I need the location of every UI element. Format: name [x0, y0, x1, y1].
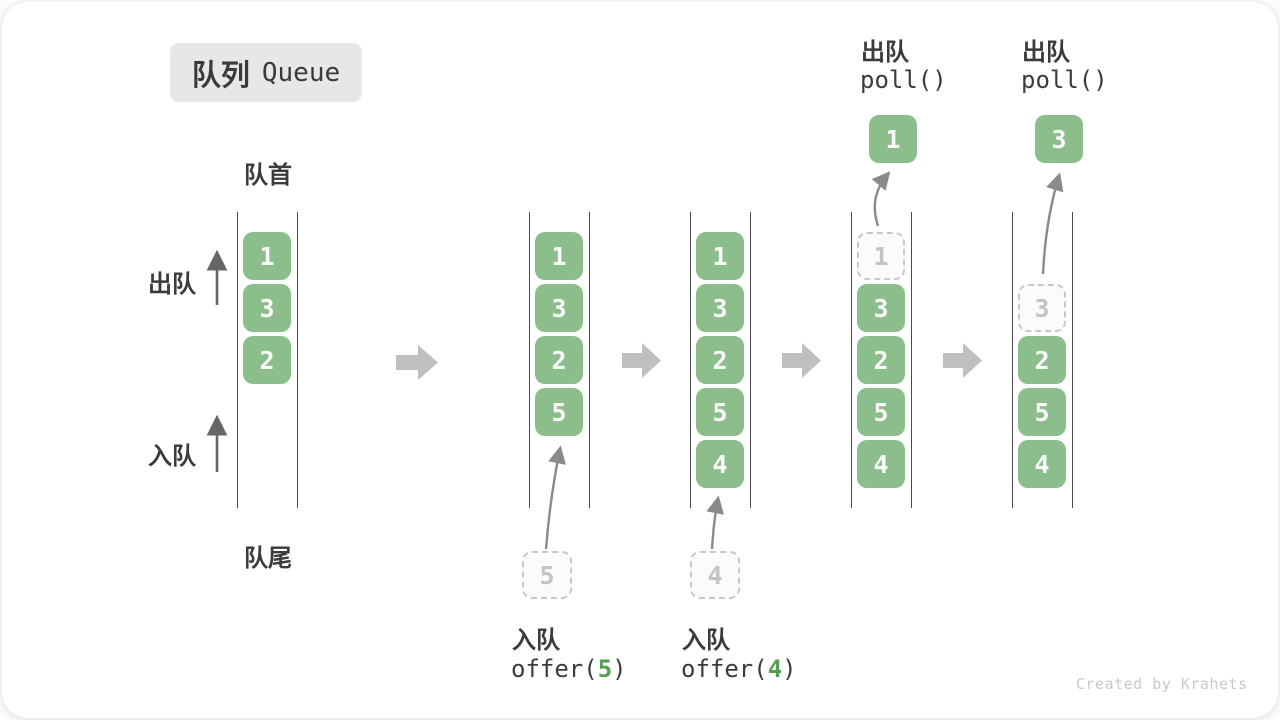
title-chinese: 队列 [191, 59, 250, 92]
queue-item: 2 [535, 336, 583, 384]
queue-item: 3 [243, 284, 291, 332]
dequeue-op-code: poll() [1021, 66, 1108, 94]
queue-column-5: 3 2 5 4 [1012, 212, 1073, 508]
enqueue-op-code: offer(5) [511, 655, 627, 683]
enqueue-preview-item: 4 [690, 551, 740, 599]
queue-item: 2 [1018, 336, 1066, 384]
queue-item: 3 [535, 284, 583, 332]
queue-item: 5 [535, 388, 583, 436]
queue-item: 4 [696, 440, 744, 488]
dequeued-item: 3 [1035, 115, 1083, 163]
code-fn: offer( [681, 655, 768, 683]
title-english: Queue [261, 57, 341, 88]
queue-item: 3 [696, 284, 744, 332]
queue-item: 5 [857, 388, 905, 436]
dequeued-item: 1 [869, 115, 917, 163]
queue-item: 2 [696, 336, 744, 384]
queue-item: 2 [243, 336, 291, 384]
queue-item: 4 [857, 440, 905, 488]
dequeue-op-label: 出队 [861, 39, 909, 66]
code-arg: 4 [767, 655, 783, 683]
dequeue-op-label: 出队 [1022, 39, 1070, 66]
enqueue-side-label: 入队 [148, 443, 196, 470]
code-arg: 5 [597, 655, 613, 683]
queue-front-label: 队首 [244, 162, 292, 189]
queue-item: 3 [857, 284, 905, 332]
dequeue-side-label: 出队 [148, 271, 196, 298]
queue-column-2: 1 3 2 5 [529, 212, 590, 508]
queue-column-3: 1 3 2 5 4 [690, 212, 751, 508]
enqueue-op-code: offer(4) [681, 655, 797, 683]
title-box: 队列 Queue [170, 43, 362, 102]
queue-rear-label: 队尾 [244, 545, 292, 572]
queue-item: 1 [535, 232, 583, 280]
queue-item: 2 [857, 336, 905, 384]
queue-item: 1 [696, 232, 744, 280]
queue-item: 5 [696, 388, 744, 436]
queue-item: 4 [1018, 440, 1066, 488]
code-close: ) [612, 655, 627, 683]
code-close: ) [782, 655, 797, 683]
dequeued-ghost-item: 3 [1018, 284, 1066, 332]
dequeue-op-code: poll() [860, 66, 947, 94]
queue-column-1: 1 3 2 [237, 212, 298, 508]
queue-item: 5 [1018, 388, 1066, 436]
enqueue-preview-item: 5 [522, 551, 572, 599]
enqueue-op-label: 入队 [682, 627, 730, 654]
queue-item: 1 [243, 232, 291, 280]
queue-column-4: 1 3 2 5 4 [851, 212, 912, 508]
watermark: Created by Krahets [1076, 675, 1248, 693]
dequeued-ghost-item: 1 [857, 232, 905, 280]
enqueue-op-label: 入队 [512, 627, 560, 654]
code-fn: offer( [511, 655, 598, 683]
